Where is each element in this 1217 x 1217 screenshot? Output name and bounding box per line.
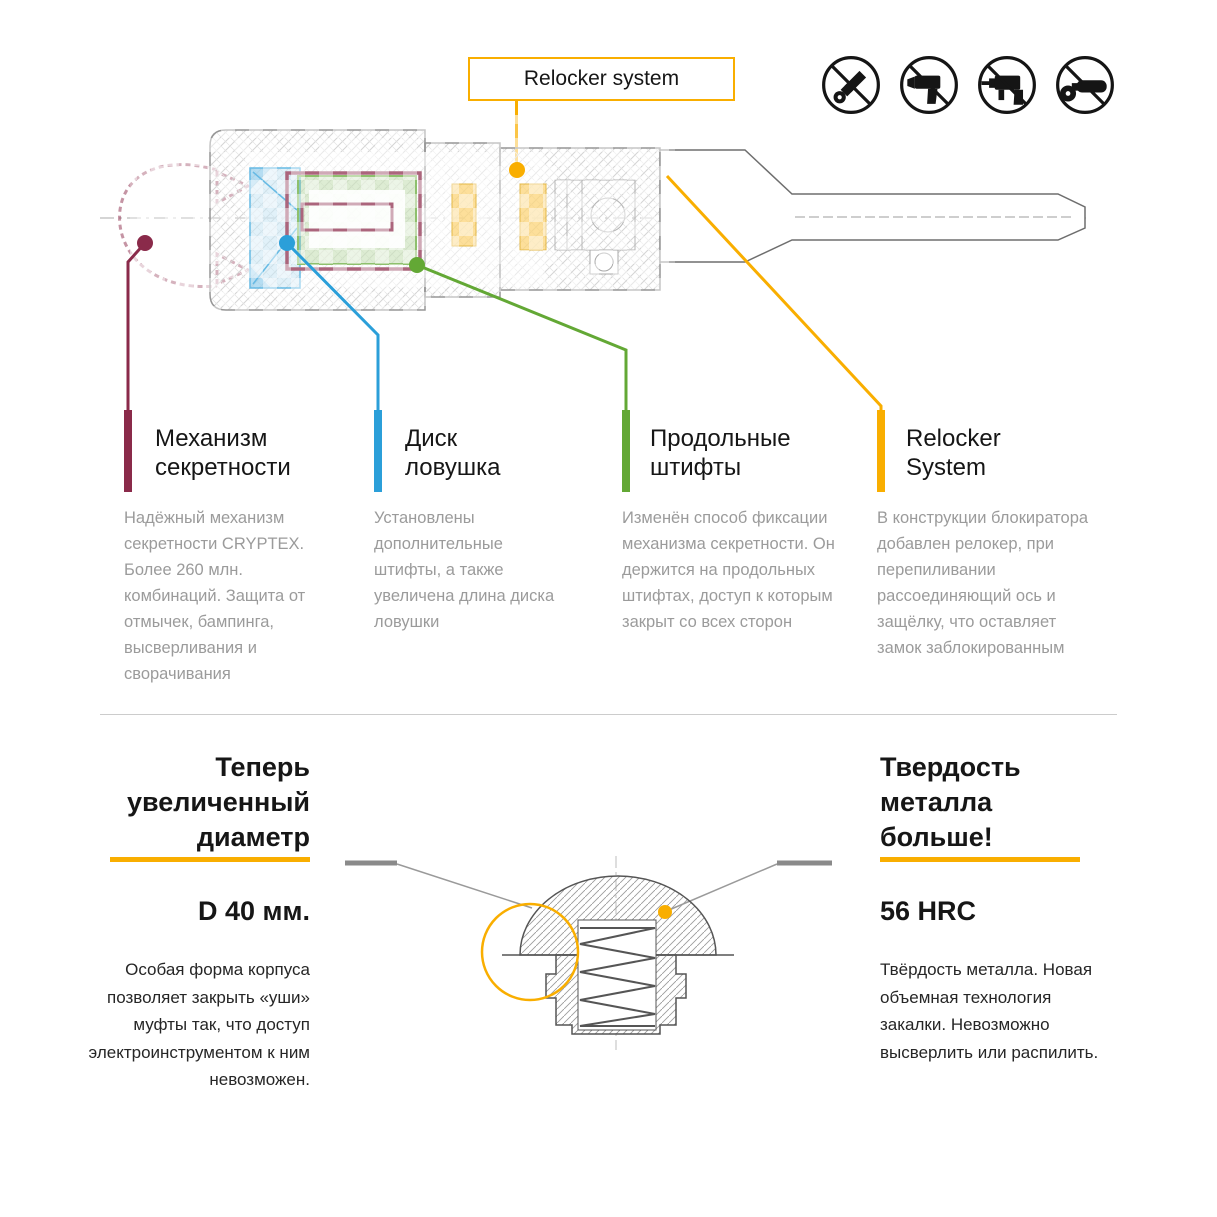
no-hammer-drill-icon [978,56,1036,114]
mosaic-overlay [130,115,675,325]
section-divider [100,714,1117,715]
diameter-underline [110,857,310,862]
callout-bar-pins [622,410,630,492]
callout-line-disc-trap [285,241,380,412]
callout-title-pins: Продольные штифты [650,425,791,482]
no-drill-icon [900,56,958,114]
diameter-title: Теперь увеличенный диаметр [127,752,310,853]
callout-line-mechanism [126,241,147,412]
callout-body-mechanism: Надёжный механизм секретности CRYPTEX. Б… [124,509,306,684]
lock-cross-section-diagram [100,115,1090,412]
callout-title-disc-trap: Диск ловушка [405,425,501,482]
callout-dot-relocker [509,162,525,178]
hardness-underline [880,857,1080,862]
callout-bar-relocker [877,410,885,492]
callout-line-pins [416,263,628,412]
dome-part-diagram [345,856,832,1050]
lock-blade [659,149,1086,263]
callout-dot-pins [409,257,425,273]
relocker-system-label-box: Relocker system [468,57,735,101]
callout-body-relocker: В конструкции блокиратора добавлен релок… [877,509,1089,658]
no-die-grinder-icon [822,56,880,114]
callout-title-relocker: Relocker System [906,425,1001,482]
spring [579,927,656,1027]
callout-title-mechanism: Механизм секретности [155,425,291,482]
hardness-description: Твёрдость металла. Новая объемная технол… [880,960,1099,1062]
diameter-description: Особая форма корпуса позволяет закрыть «… [88,960,310,1090]
callout-dot-mechanism [137,235,153,251]
callout-dot-disc-trap [279,235,295,251]
callout-body-disc-trap: Установлены дополнительные штифты, а так… [374,509,555,632]
callout-bar-mechanism [124,410,132,492]
diameter-value: D 40 мм. [198,896,310,926]
hardness-value: 56 HRC [880,896,977,926]
prohibited-tools-row [818,52,1118,118]
highlight-dot [658,905,672,919]
callout-bar-disc-trap [374,410,382,492]
relocker-system-label: Relocker system [523,67,680,90]
no-angle-grinder-icon [1056,56,1114,114]
hardness-title: Твердость металла больше! [880,752,1021,853]
highlight-circle [480,902,580,1002]
callout-body-pins: Изменён способ фиксации механизма секрет… [622,509,835,632]
dome-section [519,875,717,956]
leader-line-left [396,863,533,909]
